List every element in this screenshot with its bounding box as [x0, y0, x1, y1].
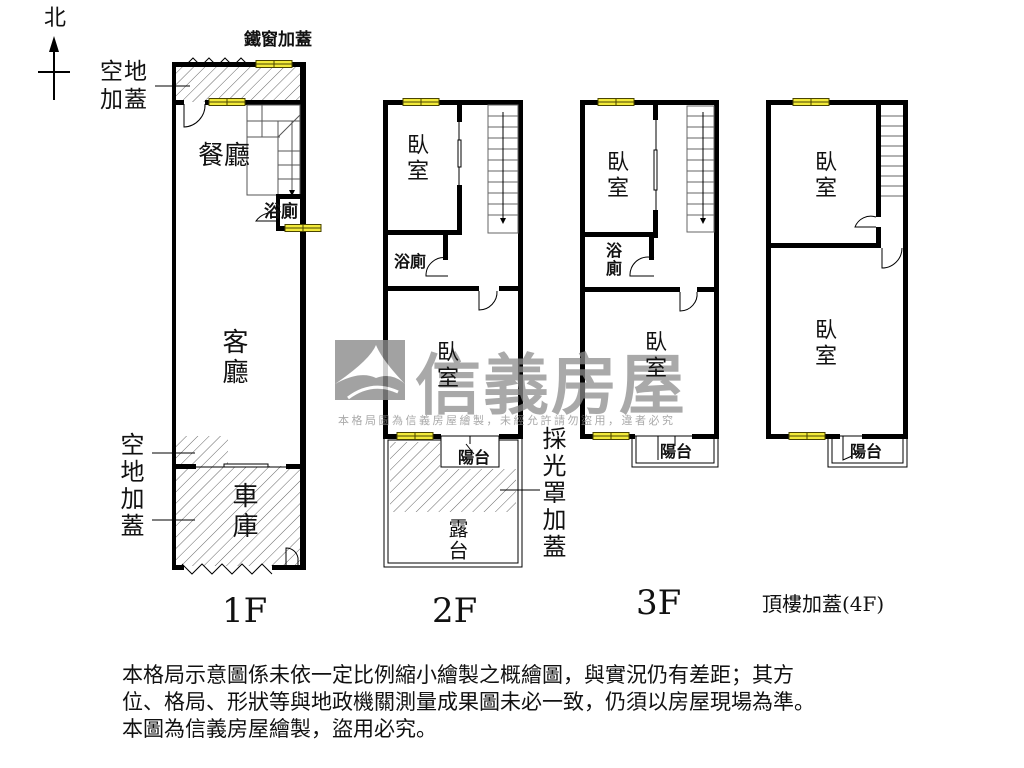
room-bedroom-2f-b: 臥室: [433, 340, 458, 392]
room-bedroom-3f-a: 臥室: [603, 150, 628, 202]
annotation-skylight-cover: 採光罩加蓋: [538, 426, 566, 561]
floor-label-2f: 2F: [432, 591, 478, 631]
north-arrow-icon: [38, 36, 70, 100]
room-balcony-4f: 陽台: [850, 442, 883, 461]
floor-label-3f: 3F: [636, 583, 682, 623]
annotation-open-space-north: 空地加蓋: [100, 59, 148, 113]
room-balcony-3f: 陽台: [660, 442, 693, 461]
watermark-logo-icon: [335, 340, 405, 400]
floor-1f-plan: [152, 57, 322, 575]
room-balcony-2f: 陽台: [458, 448, 491, 467]
room-garage: 車庫: [228, 482, 258, 542]
compass-label: 北: [44, 6, 67, 31]
disclaimer-line-2: 位、格局、形狀等與地政機關測量成果圖未必一致，仍須以房屋現場為準。: [122, 690, 815, 714]
watermark-subtext: 本格局圖為信義房屋繪製，未經允許請勿盜用，違者必究: [338, 414, 676, 427]
room-bathroom-2f: 浴廁: [394, 252, 427, 271]
floor-4f-plan: [766, 100, 908, 468]
disclaimer-line-1: 本格局示意圖係未依一定比例縮小繪製之概繪圖，與實況仍有差距；其方: [122, 663, 794, 687]
room-bathroom-3f: 浴廁: [603, 242, 622, 278]
annotation-iron-window: 鐵窗加蓋: [244, 30, 312, 50]
room-terrace-2f: 露台: [445, 518, 469, 562]
floor-label-4f: 頂樓加蓋(4F): [762, 592, 885, 616]
window: [597, 98, 635, 106]
room-bedroom-2f-a: 臥室: [403, 133, 428, 185]
room-bedroom-4f-b: 臥室: [811, 318, 836, 370]
watermark-brand: 信義房屋: [415, 347, 687, 424]
disclaimer-line-3: 本圖為信義房屋繪製，盜用必究。: [122, 717, 437, 741]
room-dining: 餐廳: [198, 141, 251, 171]
window: [396, 432, 434, 440]
window: [792, 98, 830, 106]
floor-label-1f: 1F: [222, 591, 268, 631]
window: [592, 432, 630, 440]
room-bathroom-1f: 浴廁: [264, 202, 298, 222]
window: [255, 60, 293, 68]
room-bedroom-3f-b: 臥室: [641, 330, 666, 382]
window: [208, 98, 246, 106]
disclaimer: 本格局示意圖係未依一定比例縮小繪製之概繪圖，與實況仍有差距；其方 位、格局、形狀…: [122, 662, 815, 743]
floor-2f-plan: [383, 100, 540, 568]
room-living: 客廳: [218, 328, 248, 388]
window: [788, 432, 826, 440]
annotation-open-space-south: 空地加蓋: [116, 432, 144, 540]
room-bedroom-4f-a: 臥室: [811, 150, 836, 202]
window: [402, 98, 440, 106]
